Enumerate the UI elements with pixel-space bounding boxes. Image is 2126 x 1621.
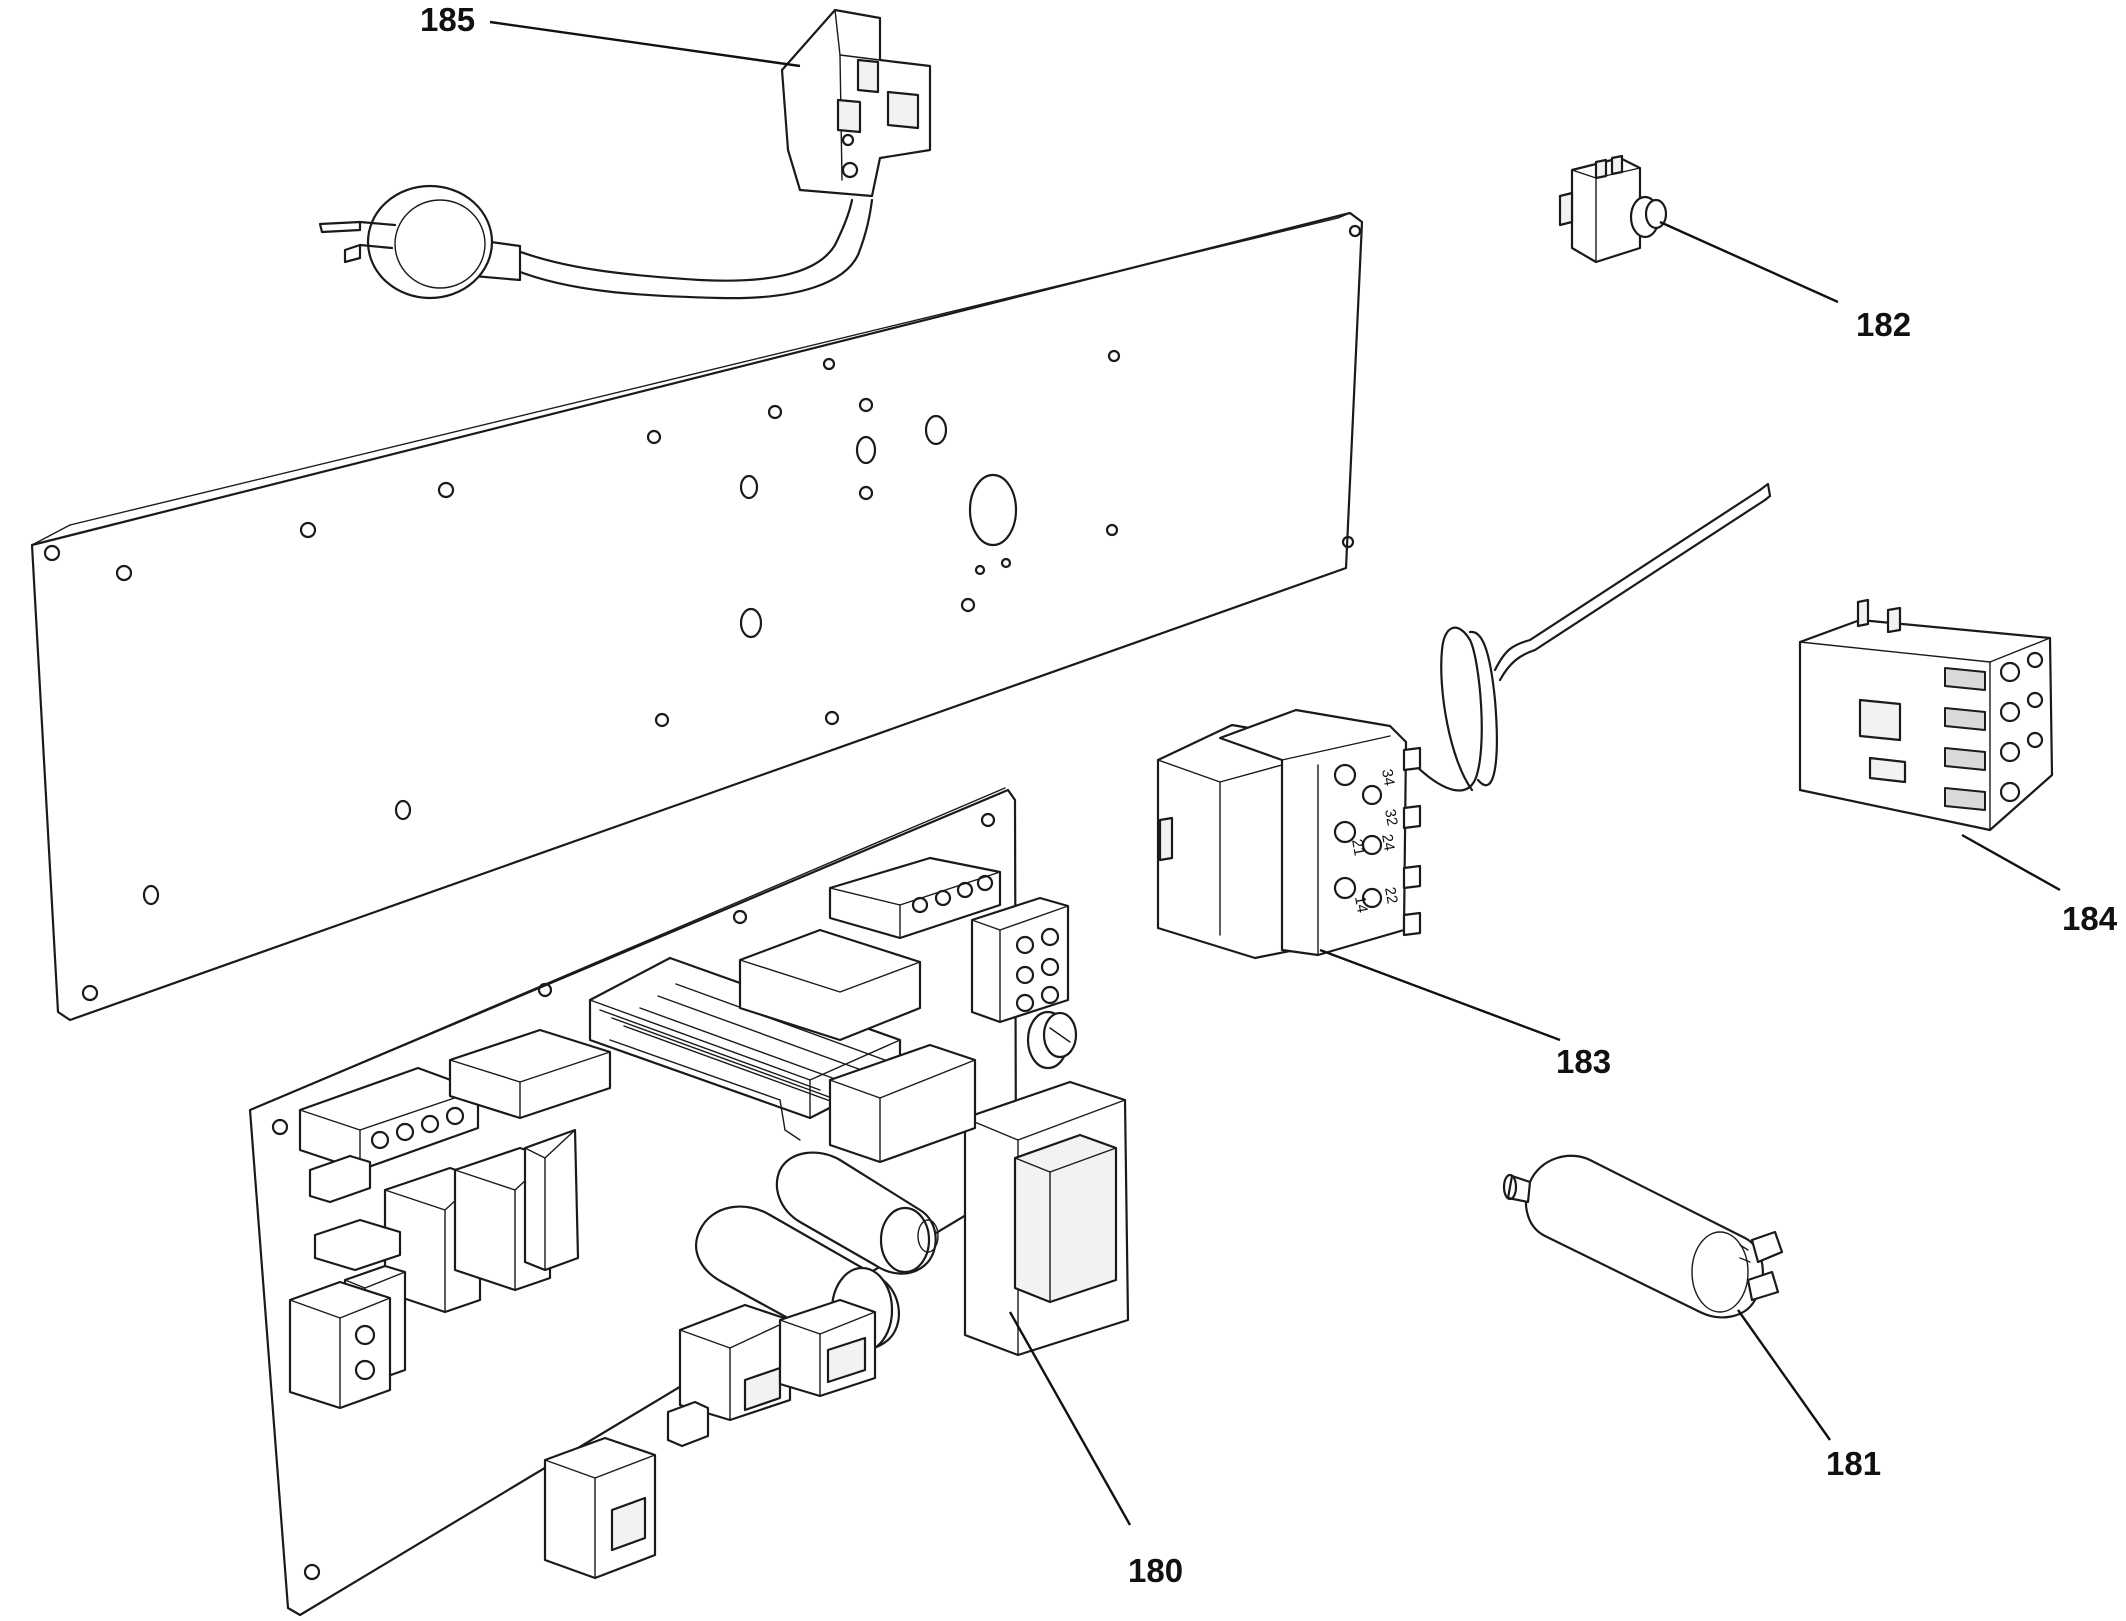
- leader-lines: [489, 20, 2061, 1526]
- terminal-mark-22: 22: [1381, 886, 1401, 905]
- callout-185: 185: [420, 1, 475, 38]
- leader-180: [1008, 1311, 1132, 1526]
- callout-181: 181: [1826, 1445, 1881, 1482]
- power-cord-with-connector: [318, 8, 932, 300]
- mounting-panel: [30, 211, 1364, 1022]
- rj-sockets: [543, 1298, 877, 1580]
- terminal-mark-21: 21: [1348, 838, 1368, 857]
- leader-181: [1737, 1309, 1831, 1441]
- terminal-mark-34: 34: [1378, 768, 1398, 787]
- panel-holes: [43, 224, 1362, 1002]
- terminal-mark-32: 32: [1381, 808, 1401, 827]
- callout-labels: 185 182 183 184 181 180: [420, 1, 2118, 1589]
- terminal-mark-24: 24: [1378, 833, 1398, 852]
- callout-183: 183: [1556, 1043, 1611, 1080]
- callout-184: 184: [2062, 900, 2118, 937]
- capacitor: [1502, 1154, 1784, 1319]
- thermostat-terminals: [1333, 746, 1422, 937]
- leader-182: [1659, 220, 1839, 304]
- leader-183: [1319, 948, 1561, 1042]
- thermostat: 14 21 24 22 34 32: [1156, 482, 1772, 960]
- rotary-switch: [1558, 154, 1668, 264]
- relays: [383, 1128, 580, 1314]
- contactor-slots: [1858, 667, 1986, 811]
- terminal-mark-14: 14: [1351, 895, 1371, 914]
- leader-185: [489, 20, 801, 68]
- callout-180: 180: [1128, 1552, 1183, 1589]
- contactor-block: [1798, 598, 2054, 832]
- heatsink: [588, 956, 902, 1141]
- transformer: [963, 1080, 1130, 1357]
- control-board: [248, 787, 1130, 1617]
- leader-184: [1961, 833, 2061, 892]
- callout-182: 182: [1856, 306, 1911, 343]
